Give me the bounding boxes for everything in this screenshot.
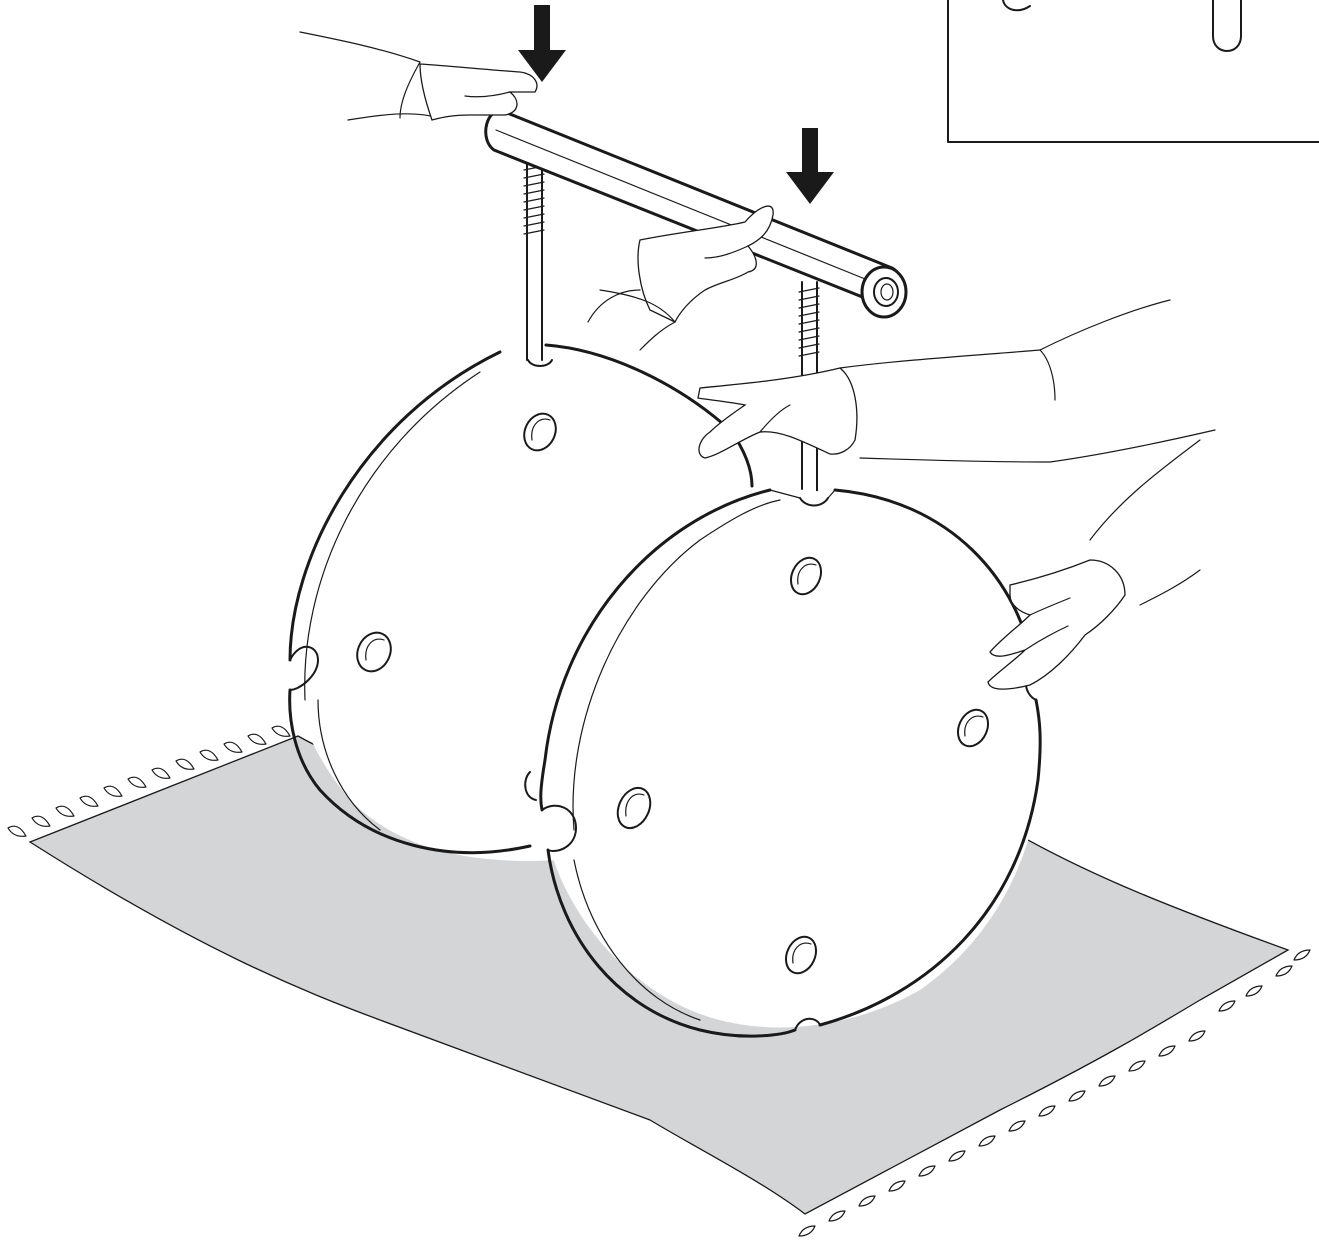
front-disc-hole-bottom (784, 935, 818, 975)
front-disc-hole-top (789, 556, 823, 596)
back-disc-hole-left (356, 631, 392, 673)
threaded-rod-back (523, 159, 545, 361)
mat-fringe-right (798, 949, 1311, 1237)
hand-lower-right-on-disc (987, 439, 1201, 690)
back-disc-top-socket (527, 359, 553, 367)
down-arrow-icon (518, 5, 566, 82)
front-disc-notch-bottom (794, 1017, 821, 1031)
front-disc-top-socket (799, 497, 829, 507)
handle-bar-end-cap (860, 265, 908, 319)
inset-slot-detail (1212, 0, 1242, 52)
base-disc-front (539, 488, 1044, 1038)
back-disc-notch (289, 645, 319, 691)
front-disc-notch-left (541, 804, 577, 852)
mat-fringe-left (7, 725, 291, 837)
front-disc-face (544, 489, 1044, 1028)
front-disc-hole-left (616, 786, 652, 830)
hand-center-on-bar (587, 205, 774, 351)
detail-inset (947, 0, 1319, 143)
inset-hole-detail (1002, 0, 1031, 12)
hand-right-grip (697, 299, 1216, 463)
back-disc-hole-bottom (524, 771, 537, 801)
down-arrow-icon (786, 128, 834, 204)
handle-bar (484, 108, 908, 319)
hand-left-on-bar (299, 31, 538, 121)
back-disc-hole-top (523, 412, 557, 452)
front-disc-hole-right (956, 708, 990, 748)
